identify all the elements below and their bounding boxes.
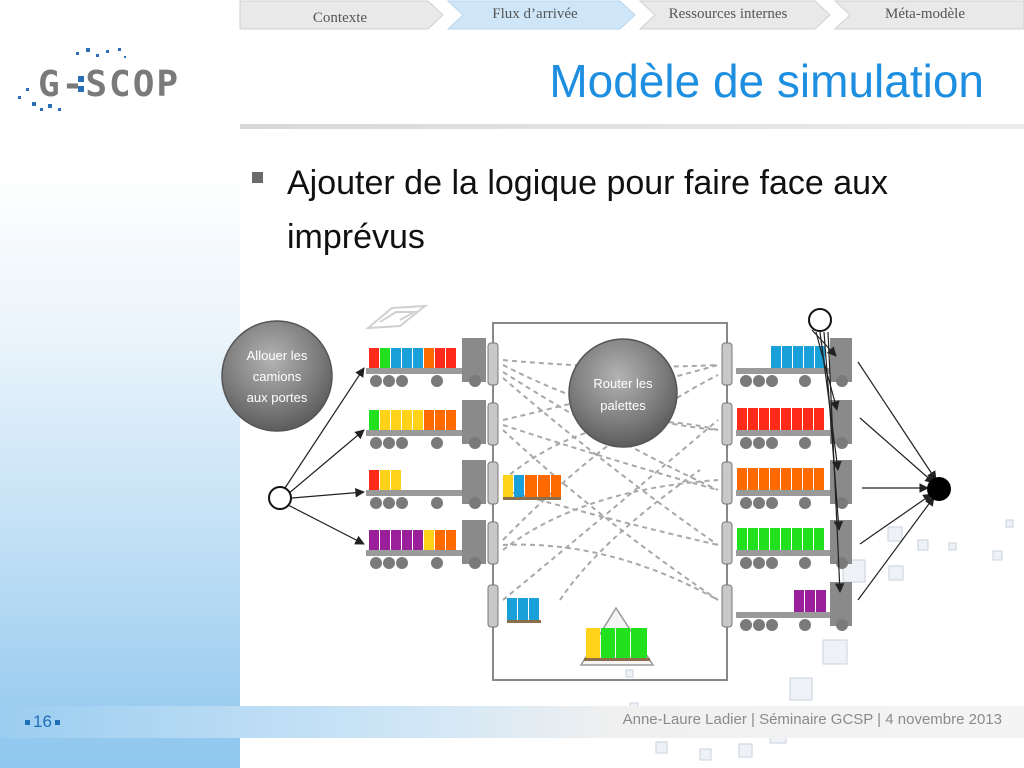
right-truck-1 bbox=[736, 338, 852, 387]
tab-flux-arrivee-label: Flux d’arrivée bbox=[492, 6, 578, 22]
page-number-value: 16 bbox=[33, 712, 52, 731]
left-truck-3 bbox=[366, 460, 486, 509]
right-truck-3 bbox=[736, 460, 852, 509]
route-pallets-node[interactable]: Router les palettes bbox=[568, 338, 678, 448]
departure-start-node[interactable] bbox=[808, 308, 832, 332]
gscop-logo: G-SCOP bbox=[18, 48, 180, 111]
allocate-node-line-1: Allouer les bbox=[247, 348, 308, 363]
logo-text: G-SCOP bbox=[38, 64, 180, 105]
allocation-arrows bbox=[282, 367, 365, 545]
tab-meta-modele-label: Méta-modèle bbox=[885, 6, 965, 22]
bullet-square bbox=[252, 172, 263, 183]
allocate-trucks-node[interactable]: Allouer les camions aux portes bbox=[221, 320, 333, 432]
tab-ressources-internes[interactable] bbox=[638, 0, 831, 30]
left-truck-2 bbox=[366, 400, 486, 449]
footer-text: Anne-Laure Ladier | Séminaire GCSP | 4 n… bbox=[622, 711, 1002, 728]
tab-meta-modele[interactable] bbox=[833, 0, 1024, 30]
tab-contexte[interactable] bbox=[239, 0, 444, 30]
left-truck-4 bbox=[366, 520, 486, 569]
right-doors bbox=[721, 342, 733, 628]
staged-pallets-1 bbox=[503, 475, 561, 500]
departure-arrows bbox=[811, 329, 937, 601]
allocate-node-line-3: aux portes bbox=[247, 390, 308, 405]
bullet-text: Ajouter de la logique pour faire face au… bbox=[287, 164, 889, 256]
page-number-left-square bbox=[25, 720, 30, 726]
page-number: 16 bbox=[22, 712, 63, 732]
page-title: Modèle de simulation bbox=[549, 55, 984, 107]
route-node-line-2: palettes bbox=[600, 398, 646, 413]
tab-contexte-label: Contexte bbox=[313, 10, 367, 26]
faded-pallet-icon bbox=[365, 304, 429, 330]
page-number-right-square bbox=[54, 720, 60, 726]
logo-dots bbox=[18, 48, 126, 111]
right-truck-4 bbox=[736, 520, 852, 569]
allocate-node-line-2: camions bbox=[253, 369, 302, 384]
right-truck-2 bbox=[736, 400, 852, 449]
left-gradient-band bbox=[0, 0, 240, 768]
breadcrumb: Contexte Flux d’arrivée Ressources inter… bbox=[239, 0, 1024, 30]
footer-bar bbox=[0, 706, 1024, 738]
title-divider bbox=[240, 124, 1024, 129]
right-truck-5 bbox=[736, 582, 852, 631]
route-node-line-1: Router les bbox=[593, 376, 653, 391]
tab-ressources-internes-label: Ressources internes bbox=[669, 6, 788, 22]
left-truck-1 bbox=[366, 338, 486, 387]
sink-node[interactable] bbox=[927, 477, 951, 501]
staged-pallets-2 bbox=[507, 598, 541, 623]
tab-flux-arrivee[interactable] bbox=[446, 0, 636, 30]
pallet-stack-scale bbox=[579, 606, 655, 666]
source-node[interactable] bbox=[268, 486, 292, 510]
left-doors bbox=[487, 342, 499, 628]
